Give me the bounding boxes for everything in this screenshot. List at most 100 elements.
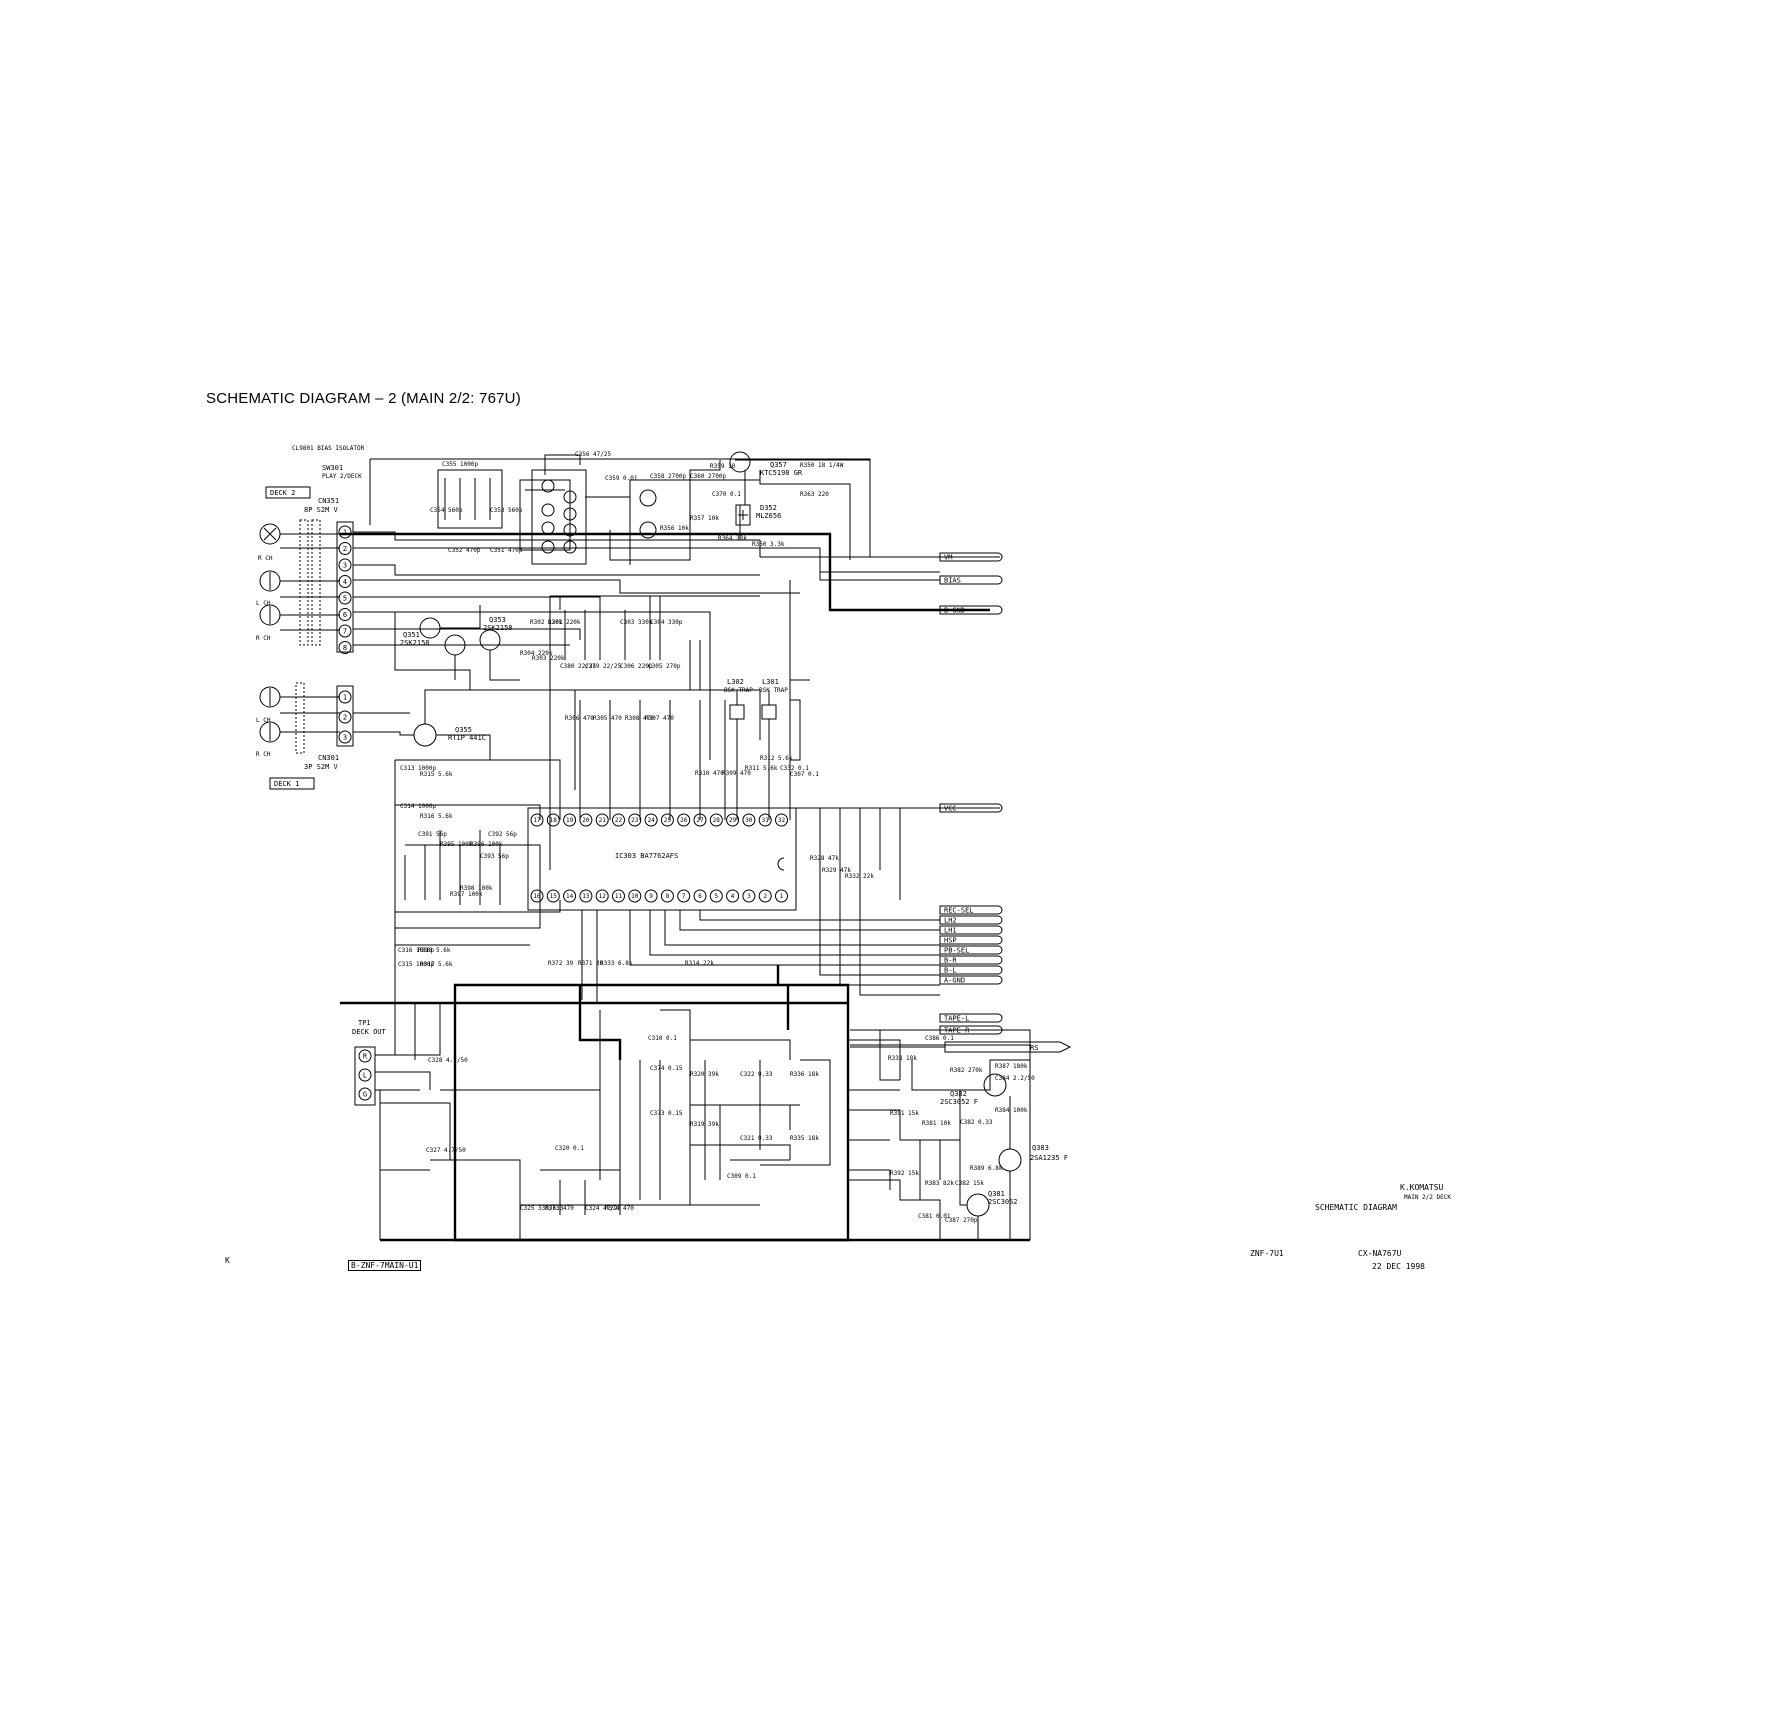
filter-network bbox=[549, 580, 810, 870]
ic303-pin-number: 7 bbox=[682, 893, 686, 900]
component-label: C386 0.1 bbox=[925, 1035, 954, 1042]
vcc-rail bbox=[789, 580, 1000, 900]
ic303-label: IC303 BA7762AFS bbox=[615, 852, 678, 860]
ic303-pin bbox=[595, 813, 609, 827]
component-label: R381 10k bbox=[922, 1120, 951, 1127]
q382-part-label: 2SC3052 F bbox=[940, 1098, 978, 1106]
deck2-wiring bbox=[353, 531, 800, 760]
signal-terminal-label: B-GND bbox=[944, 607, 965, 615]
component-label: C380 22/25 bbox=[560, 663, 597, 670]
component-label: C307 0.1 bbox=[790, 771, 819, 778]
component-label: R398 100k bbox=[460, 885, 493, 892]
ic303-pin bbox=[563, 813, 577, 827]
ic303-pin bbox=[563, 889, 577, 903]
cn301-connector: 123 bbox=[336, 685, 354, 747]
lower-section bbox=[340, 910, 1030, 1242]
component-label: C322 0.33 bbox=[740, 1071, 773, 1078]
component-label: R371 39 bbox=[578, 960, 604, 967]
ic303-pin-number: 17 bbox=[533, 817, 541, 824]
component-label: R317 5.6k bbox=[420, 961, 453, 968]
ic303-pin bbox=[758, 889, 772, 903]
deck2-label: DECK 2 bbox=[270, 489, 295, 497]
cn351-label: CN351 bbox=[318, 497, 339, 505]
model-number: CX-NA767U bbox=[1358, 1249, 1402, 1258]
component-label: C359 0.01 bbox=[605, 475, 638, 482]
component-label: C353 560p bbox=[490, 507, 523, 514]
ic303-pin-number: 23 bbox=[631, 817, 639, 824]
component-label: R383 82k bbox=[925, 1180, 954, 1187]
deck2-heads bbox=[259, 519, 340, 646]
board-name: B-ZNF-7MAIN-U1 bbox=[348, 1260, 422, 1271]
component-label: C352 470p bbox=[448, 547, 481, 554]
q351-label: Q351 bbox=[403, 631, 420, 639]
cl-label: CL9801 BIAS ISOLATOR bbox=[292, 445, 365, 452]
component-label: C356 47/25 bbox=[575, 451, 612, 458]
component-label: R363 220 bbox=[800, 491, 829, 498]
component-label: R350 18 1/4W bbox=[800, 462, 844, 469]
signal-terminal-label: BIAS bbox=[944, 577, 961, 585]
ic303-pin bbox=[644, 889, 658, 903]
cn301-pin bbox=[338, 710, 352, 724]
ic303-pin-number: 27 bbox=[696, 817, 704, 824]
component-label: C392 56p bbox=[488, 831, 517, 838]
ic303-pin-number: 19 bbox=[566, 817, 574, 824]
q353-part-label: 2SK2158 bbox=[483, 624, 513, 632]
component-label: C305 270p bbox=[648, 663, 681, 670]
component-label: R387 180k bbox=[995, 1063, 1028, 1070]
component-label: R395 100k bbox=[440, 841, 473, 848]
signal-terminal bbox=[939, 915, 1003, 925]
tp1-pin bbox=[358, 1049, 372, 1063]
muting-amp bbox=[848, 1029, 1031, 1240]
ic303-pin bbox=[677, 889, 691, 903]
component-label: C320 0.1 bbox=[555, 1145, 584, 1152]
d352-label: D352 bbox=[760, 504, 777, 512]
deck1-heads bbox=[259, 682, 340, 754]
component-label: R306 470 bbox=[565, 715, 594, 722]
page-title: SCHEMATIC DIAGRAM – 2 (MAIN 2/2: 767U) bbox=[206, 390, 521, 407]
cn301-type-label: 3P S2M V bbox=[304, 763, 339, 771]
cn301-pin bbox=[338, 690, 352, 704]
ic303-pin bbox=[709, 889, 723, 903]
component-label: C393 56p bbox=[480, 853, 509, 860]
cn351-pin bbox=[338, 641, 352, 654]
ic303-pin-number: 3 bbox=[747, 893, 751, 900]
ic303-pin bbox=[612, 813, 625, 827]
cn351-pin-number: 7 bbox=[343, 628, 347, 636]
signal-terminal-label: HSP bbox=[944, 937, 957, 945]
ic303-pin bbox=[628, 889, 642, 903]
ic303-pin bbox=[758, 813, 772, 827]
component-label: R319 39k bbox=[690, 1121, 719, 1128]
ic303-pin bbox=[530, 813, 544, 827]
signal-terminal-label: REC-SEL bbox=[944, 907, 974, 915]
head-channel-label: L CH bbox=[256, 717, 271, 724]
signal-terminal-label: VM bbox=[944, 554, 952, 562]
component-label: R315 5.6k bbox=[420, 771, 453, 778]
ic303-pin bbox=[693, 813, 707, 827]
sw301-desc-label: PLAY 2/DECK bbox=[322, 473, 362, 480]
component-label: R308 470 bbox=[625, 715, 654, 722]
signal-terminal bbox=[939, 605, 1003, 615]
ic303-pin-number: 4 bbox=[731, 893, 735, 900]
eq-network bbox=[394, 759, 561, 1055]
cn301-pin-number: 2 bbox=[343, 714, 347, 722]
component-label: C328 4.7/50 bbox=[428, 1057, 468, 1064]
component-label: C316 1000p bbox=[398, 947, 435, 954]
deck-out-label: DECK OUT bbox=[352, 1028, 387, 1036]
cn351-pin-number: 1 bbox=[343, 529, 347, 537]
corner-mark: K bbox=[225, 1256, 230, 1265]
component-label: C391 56p bbox=[418, 831, 447, 838]
component-label: R312 5.6k bbox=[760, 755, 793, 762]
ic303-pin-number: 32 bbox=[778, 817, 786, 824]
component-label: C303 330p bbox=[620, 619, 653, 626]
control-bus bbox=[629, 900, 940, 996]
component-label: R382 270k bbox=[950, 1067, 983, 1074]
cn301-pin-number: 3 bbox=[343, 734, 347, 742]
signal-terminal bbox=[939, 905, 1003, 915]
deck1-label: DECK 1 bbox=[274, 780, 299, 788]
ic303-pin-number: 22 bbox=[615, 817, 623, 824]
cn351-pin bbox=[338, 591, 352, 605]
signal-terminal-label: TAPE-R bbox=[944, 1027, 970, 1035]
q381-label: Q381 bbox=[988, 1190, 1005, 1198]
component-label: C370 0.1 bbox=[712, 491, 741, 498]
